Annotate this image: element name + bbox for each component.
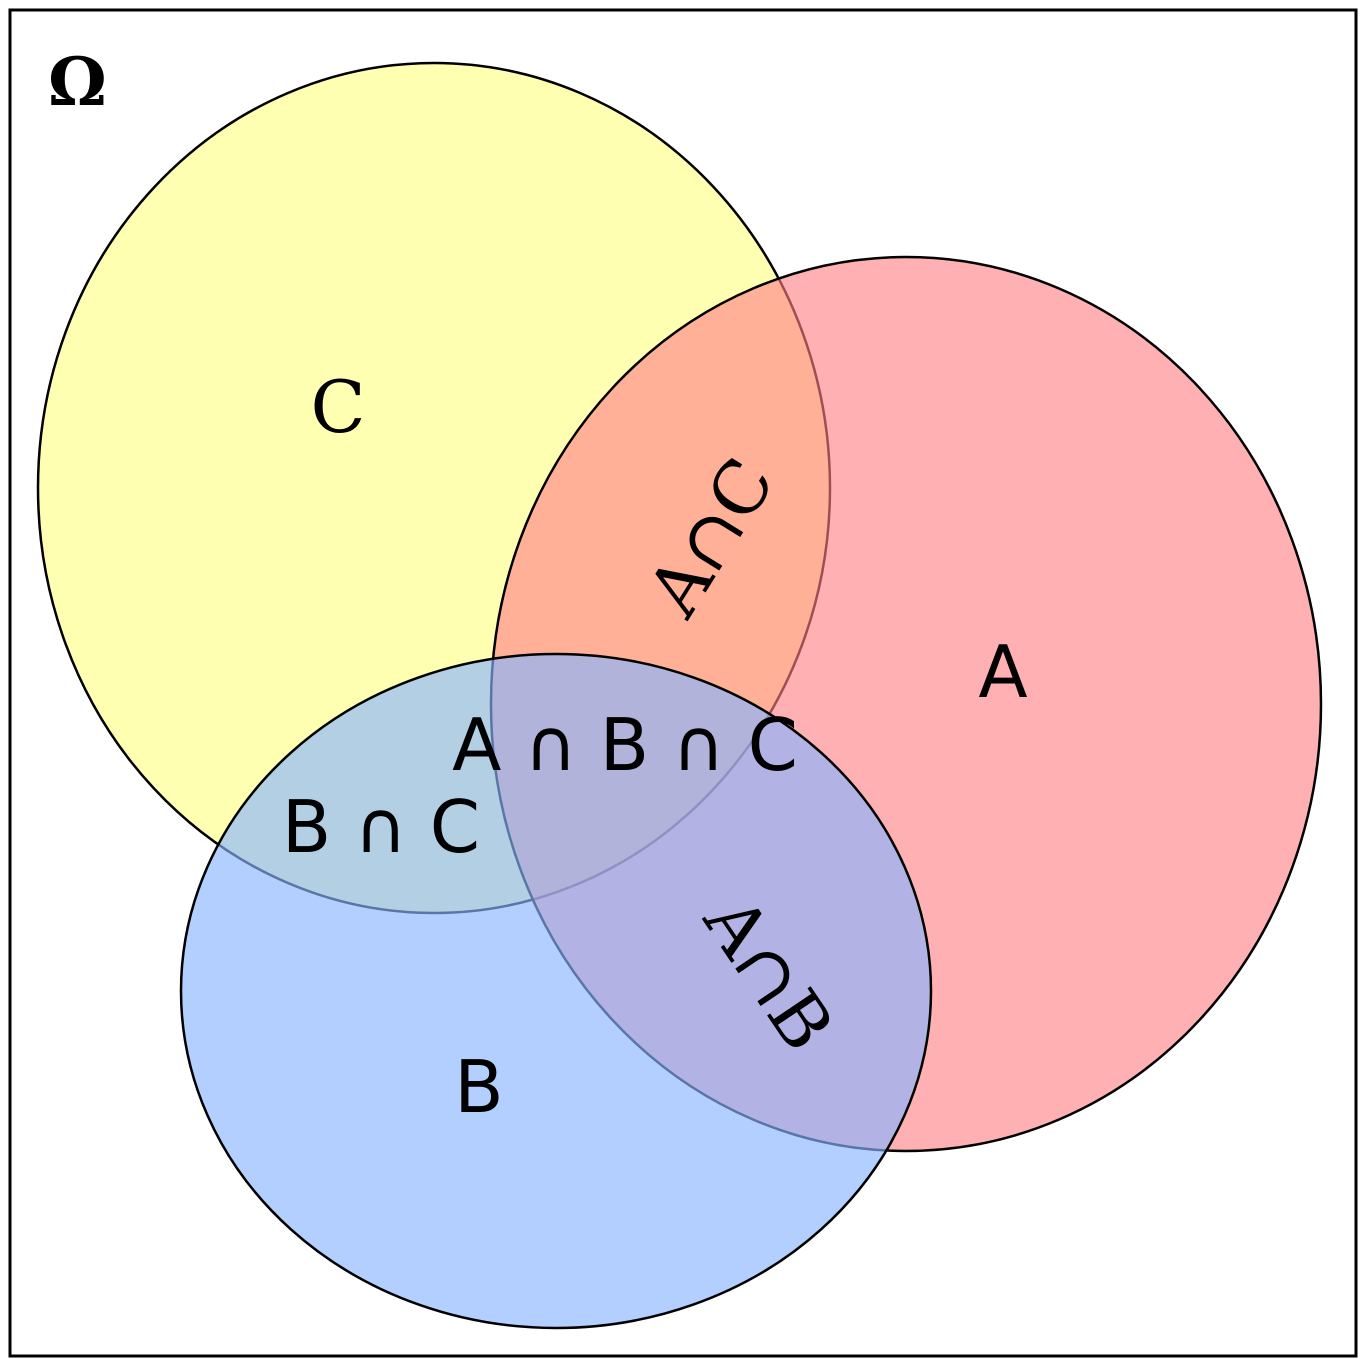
universe-label: Ω — [48, 43, 107, 121]
set-b-label: B — [454, 1045, 503, 1129]
intersection-b-c-label: B ∩ C — [282, 785, 480, 869]
set-a-label: A — [978, 630, 1027, 714]
set-b-ellipse — [179, 652, 933, 1330]
intersection-a-b-c-label: A ∩ B ∩ C — [452, 703, 798, 787]
set-c-label: C — [310, 365, 365, 449]
